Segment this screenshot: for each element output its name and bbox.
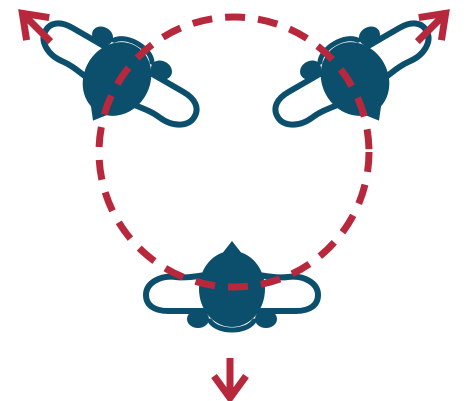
figure-top-right xyxy=(260,0,453,163)
arrow-down-icon xyxy=(214,358,246,398)
